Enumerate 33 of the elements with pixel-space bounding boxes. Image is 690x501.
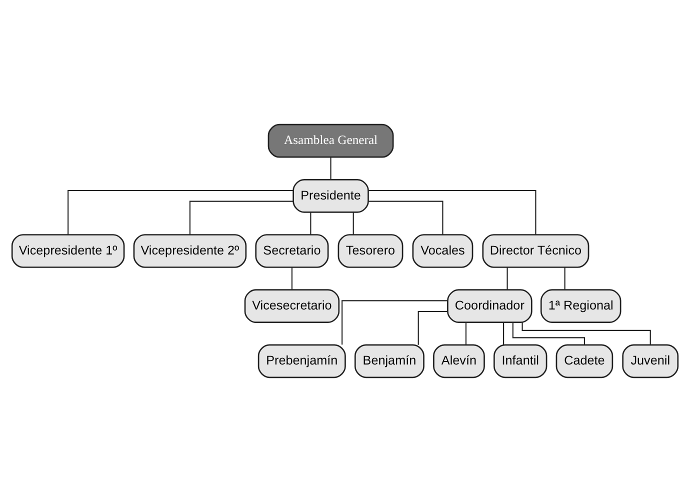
connector [310,212,312,234]
node-box: Infantil [494,344,548,378]
node-box: Presidente [292,178,369,212]
connector [418,310,448,344]
node-box: Prebenjamín [258,344,346,378]
connector [512,322,585,344]
node-box: Vicesecretario [244,288,340,322]
connector [522,322,651,344]
node-box: 1ª Regional [540,288,622,322]
connector [506,267,508,290]
node-box: Juvenil [622,344,679,378]
node-box: Vicepresidente 1º [11,234,125,268]
connector [342,300,448,344]
connector [68,189,294,234]
connector [368,189,536,234]
connector [465,322,467,344]
node-box: Director Técnico [482,234,590,268]
node-box: Tesorero [338,234,404,268]
connector [352,212,354,234]
node-box: Vicepresidente 2º [133,234,247,268]
connector [564,267,566,290]
node-box: Cadete [556,344,614,378]
node-box: Coordinador [447,288,532,322]
connector [330,156,332,179]
connector [189,200,294,234]
node-box: Vocales [412,234,474,268]
node-box: Asamblea General [268,123,394,158]
node-box: Secretario [255,234,329,268]
connector [503,322,504,344]
node-box: Benjamín [354,344,424,378]
connector [368,200,444,234]
node-box: Alevín [433,344,485,378]
connector [291,267,292,290]
